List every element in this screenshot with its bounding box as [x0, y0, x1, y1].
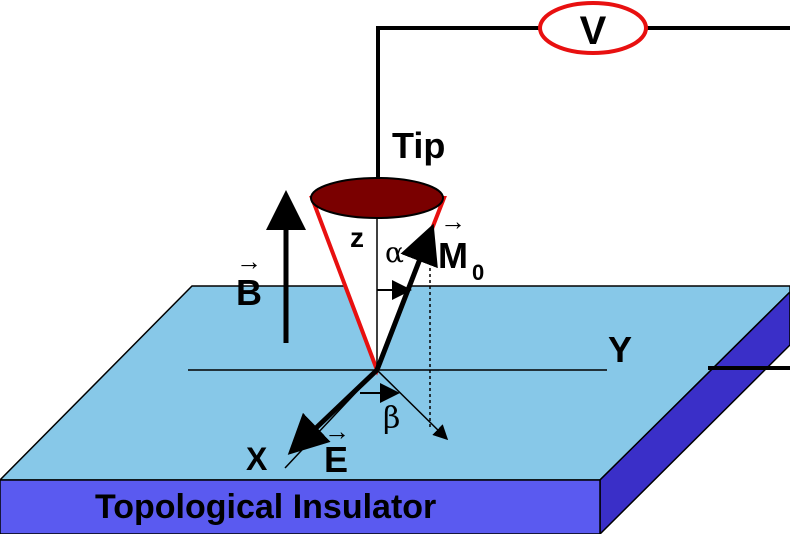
y-axis-label: Y: [608, 329, 632, 370]
voltmeter-label: V: [580, 9, 607, 53]
magnetization-arrow-glyph: →: [440, 206, 466, 236]
b-label: B: [236, 272, 262, 313]
circuit-wire-top: [376, 26, 540, 190]
slab-front-face: [0, 479, 601, 534]
alpha-label: α: [385, 236, 404, 269]
magnetization-arrow: [374, 223, 438, 371]
beta-label: β: [383, 401, 400, 436]
electric-field-arrow: [287, 368, 379, 455]
z-label: z: [350, 222, 364, 253]
slab-right-face: [599, 290, 790, 534]
voltmeter-ring: [538, 1, 648, 55]
b-arrow-glyph: →: [236, 246, 262, 276]
x-axis-label: X: [246, 441, 268, 477]
magnetization-label: M: [438, 235, 468, 276]
e-arrow-glyph: →: [324, 416, 350, 446]
in-plane-projection-arrow: [376, 369, 449, 441]
magnetization-subscript: 0: [472, 260, 484, 285]
tip-cap: [310, 177, 444, 219]
e-label: E: [324, 439, 348, 480]
substrate-label: Topological Insulator: [95, 488, 436, 526]
tip-label: Tip: [392, 125, 445, 166]
